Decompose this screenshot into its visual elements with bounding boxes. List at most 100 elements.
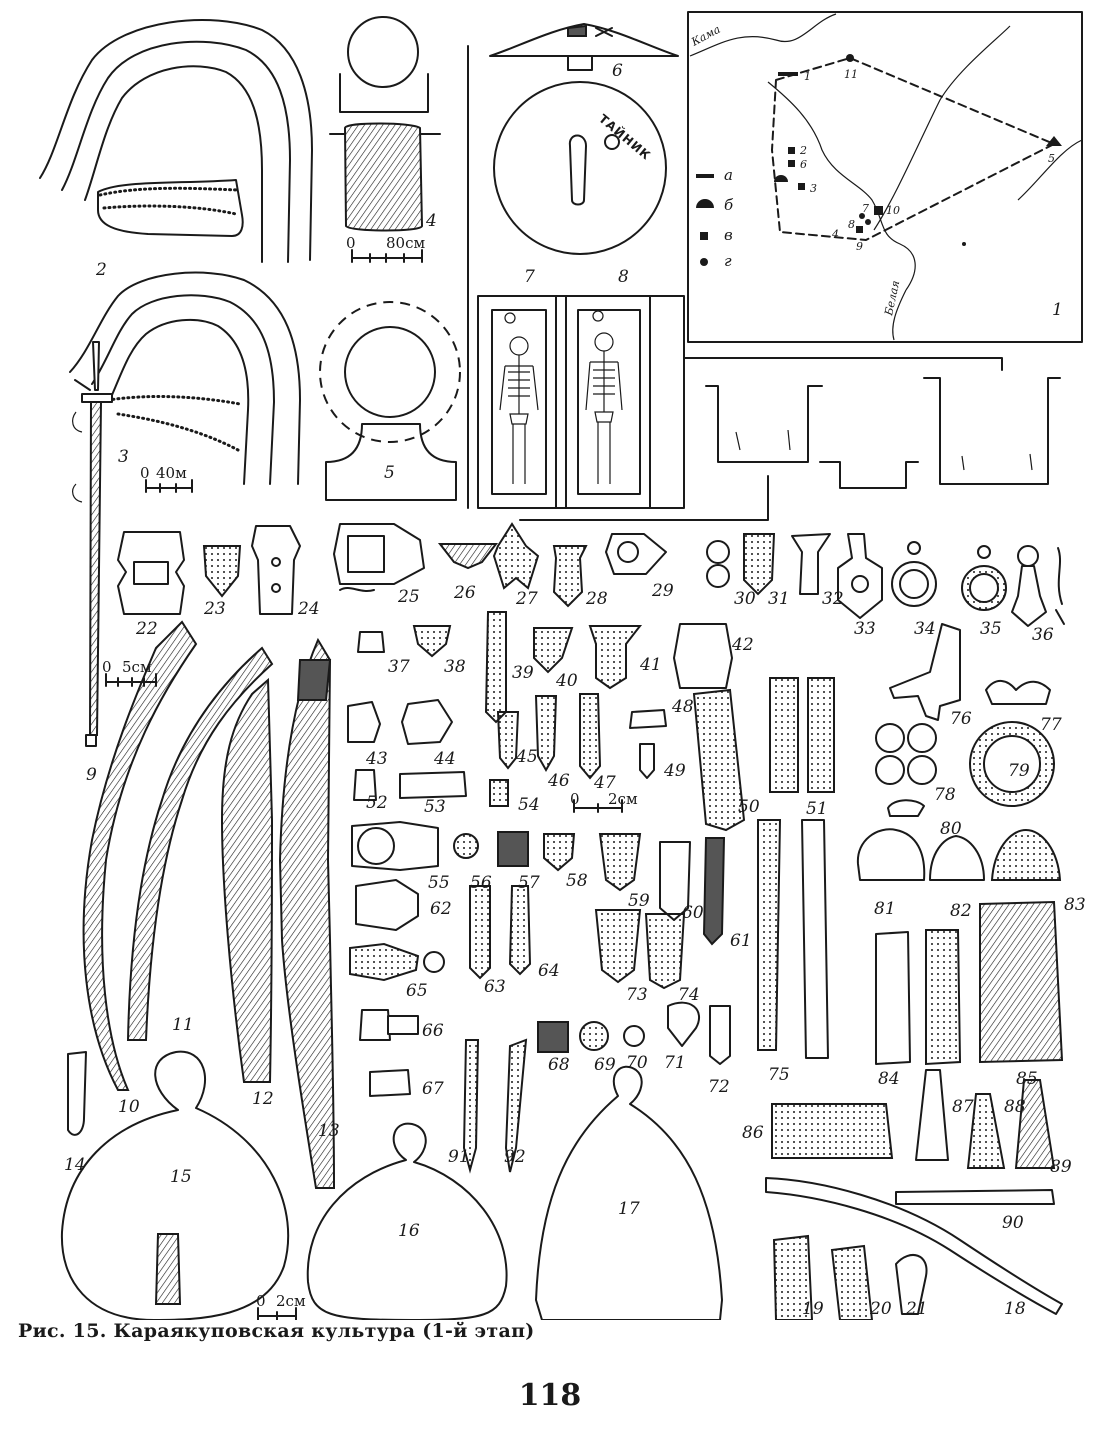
fig-num-89: 89 bbox=[1050, 1157, 1072, 1177]
fig-num-61: 61 bbox=[730, 931, 752, 951]
barrow-profile-6 bbox=[489, 23, 679, 71]
fig-num-87: 87 bbox=[952, 1097, 974, 1117]
fig-num-20: 20 bbox=[869, 1299, 892, 1319]
fig-num-71: 71 bbox=[664, 1053, 686, 1073]
site-9: 9 bbox=[856, 240, 863, 253]
belt-fittings-row-3 bbox=[349, 819, 829, 1097]
belt-fittings-row-1 bbox=[117, 522, 1065, 627]
fig-num-84: 84 bbox=[878, 1069, 900, 1089]
fig-num-52: 52 bbox=[366, 793, 388, 813]
legend-b: б bbox=[724, 196, 734, 214]
fig-num-15: 15 bbox=[170, 1167, 192, 1187]
scale-2cm-b: 2см bbox=[276, 1292, 306, 1310]
fig-num-31: 31 bbox=[768, 589, 790, 609]
fig-num-88: 88 bbox=[1004, 1097, 1026, 1117]
fig-num-42: 42 bbox=[731, 635, 754, 655]
site-6: 6 bbox=[800, 158, 807, 171]
fig-num-34: 34 bbox=[914, 619, 936, 639]
fig-num-49: 49 bbox=[663, 761, 686, 781]
fig-num-75: 75 bbox=[768, 1065, 790, 1085]
archaeological-plate: Кама Белая 1 11 2 6 3 5 7 10 8 4 9 а б в… bbox=[39, 11, 1086, 1320]
river-label-belaya: Белая bbox=[882, 279, 902, 317]
fig-num-51: 51 bbox=[806, 799, 828, 819]
fig-num-11: 11 bbox=[172, 1015, 194, 1035]
fig-num-35: 35 bbox=[980, 619, 1002, 639]
fig-num-58: 58 bbox=[566, 871, 588, 891]
fig-num-40: 40 bbox=[555, 671, 578, 691]
scale-zero-5: 0 bbox=[256, 1292, 266, 1310]
fig-num-8: 8 bbox=[618, 267, 629, 287]
fig-num-50: 50 bbox=[738, 797, 760, 817]
fig-num-43: 43 bbox=[365, 749, 388, 769]
fig-num-54: 54 bbox=[518, 795, 540, 815]
fig-num-12: 12 bbox=[252, 1089, 274, 1109]
scale-bars: 0 80см 0 40м 0 5см 0 2см 0 2см bbox=[102, 234, 638, 1320]
fig-num-18: 18 bbox=[1004, 1299, 1026, 1319]
fig-num-3: 3 bbox=[118, 447, 129, 467]
hook-14 bbox=[67, 1051, 87, 1136]
fig-num-86: 86 bbox=[742, 1123, 764, 1143]
fig-num-46: 46 bbox=[547, 771, 570, 791]
fig-num-7: 7 bbox=[524, 267, 535, 287]
legend-v: в bbox=[724, 226, 733, 244]
legend-g: г bbox=[724, 252, 732, 270]
scale-zero-4: 0 bbox=[570, 790, 580, 808]
fig-num-9: 9 bbox=[86, 765, 97, 785]
fig-num-60: 60 bbox=[682, 903, 704, 923]
fig-num-47: 47 bbox=[593, 773, 616, 793]
figure-caption: Рис. 15. Караякуповская культура (1-й эт… bbox=[18, 1320, 535, 1342]
fig-num-57: 57 bbox=[518, 873, 540, 893]
fig-num-45: 45 bbox=[515, 747, 538, 767]
fig-num-55: 55 bbox=[428, 873, 450, 893]
grave-label-tainik: ТАЙНИК bbox=[596, 111, 654, 163]
fig-num-6: 6 bbox=[612, 61, 623, 81]
scale-40m: 40м bbox=[156, 464, 187, 482]
scale-2cm-a: 2см bbox=[608, 790, 638, 808]
fig-num-10: 10 bbox=[118, 1097, 140, 1117]
fig-num-68: 68 bbox=[548, 1055, 570, 1075]
site-7: 7 bbox=[862, 202, 869, 215]
fig-num-80: 80 bbox=[940, 819, 962, 839]
fig-num-65: 65 bbox=[406, 981, 428, 1001]
fig-num-72: 72 bbox=[708, 1077, 730, 1097]
scale-zero-3: 0 bbox=[102, 658, 112, 676]
fig-num-79: 79 bbox=[1008, 761, 1030, 781]
fig-num-73: 73 bbox=[626, 985, 648, 1005]
fig-num-92: 92 bbox=[504, 1147, 526, 1167]
fig-num-25: 25 bbox=[397, 587, 420, 607]
distribution-map-1: Кама Белая 1 11 2 6 3 5 7 10 8 4 9 а б в… bbox=[687, 11, 1083, 343]
pit-profiles bbox=[519, 357, 1061, 521]
fig-num-38: 38 bbox=[444, 657, 466, 677]
fig-num-69: 69 bbox=[594, 1055, 616, 1075]
fig-num-13: 13 bbox=[318, 1121, 340, 1141]
scale-zero-1: 0 bbox=[346, 234, 356, 252]
fig-num-91: 91 bbox=[448, 1147, 470, 1167]
fig-num-21: 21 bbox=[905, 1299, 928, 1319]
river-label-kama: Кама bbox=[688, 23, 722, 49]
fig-num-28: 28 bbox=[585, 589, 608, 609]
fig-num-24: 24 bbox=[297, 599, 320, 619]
barrow-plan-5 bbox=[319, 301, 461, 501]
fig-num-30: 30 bbox=[734, 589, 756, 609]
page-number: 118 bbox=[518, 1378, 582, 1413]
sword-9 bbox=[72, 341, 113, 747]
fig-num-66: 66 bbox=[422, 1021, 444, 1041]
fig-num-81: 81 bbox=[874, 899, 896, 919]
fig-num-1: 1 bbox=[1052, 300, 1063, 320]
fig-num-76: 76 bbox=[950, 709, 972, 729]
fig-num-39: 39 bbox=[512, 663, 534, 683]
cheek-pieces bbox=[765, 1177, 1063, 1320]
fig-num-5: 5 bbox=[384, 463, 395, 483]
fig-num-63: 63 bbox=[484, 977, 506, 997]
fig-num-82: 82 bbox=[950, 901, 972, 921]
fig-num-16: 16 bbox=[398, 1221, 420, 1241]
scale-zero-2: 0 bbox=[140, 464, 150, 482]
fig-num-29: 29 bbox=[651, 581, 674, 601]
fig-num-77: 77 bbox=[1040, 715, 1062, 735]
site-2: 2 bbox=[799, 144, 807, 157]
fig-num-53: 53 bbox=[424, 797, 446, 817]
scale-80cm: 80см bbox=[386, 234, 425, 252]
fig-num-14: 14 bbox=[64, 1155, 86, 1175]
fig-num-44: 44 bbox=[433, 749, 456, 769]
fig-num-90: 90 bbox=[1002, 1213, 1024, 1233]
